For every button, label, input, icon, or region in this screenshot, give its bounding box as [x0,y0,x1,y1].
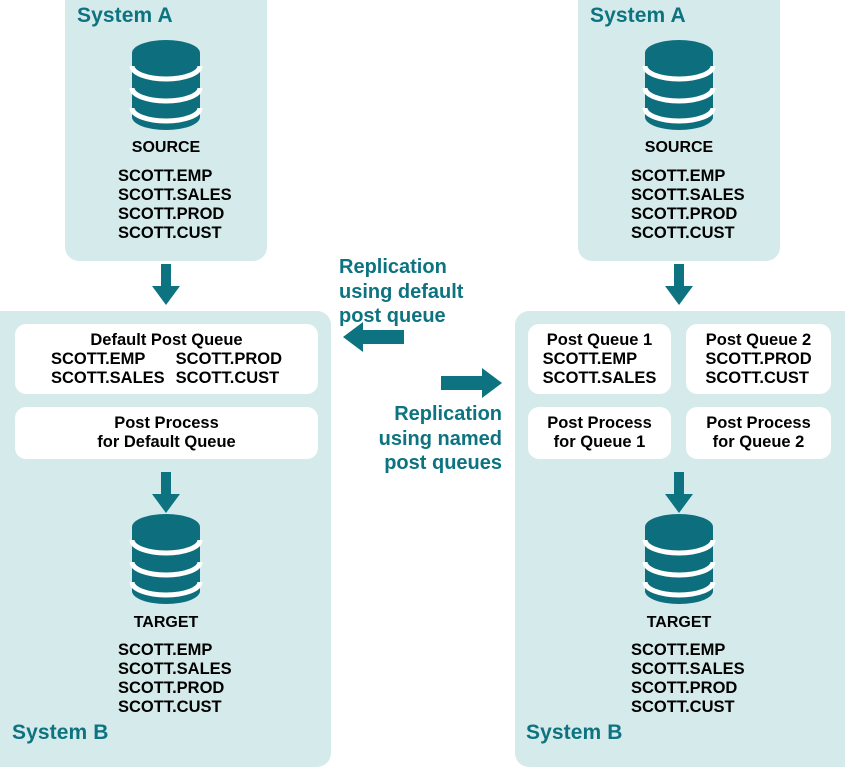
table-name: SCOTT.EMP [118,641,213,659]
right-source-to-queue-down-arrow-icon [665,264,693,305]
table-name: SCOTT.EMP [631,641,726,659]
right-system-b-label: System B [526,721,623,744]
table-name: SCOTT.CUST [705,368,809,387]
post-queue-2-box: Post Queue 2 SCOTT.PROD SCOTT.CUST [686,324,831,394]
table-name: SCOTT.CUST [118,224,222,242]
default-post-queue-tables: SCOTT.EMP SCOTT.SALES SCOTT.PROD SCOTT.C… [51,350,282,388]
post-queue-1-title: Post Queue 1 [546,330,653,349]
left-target-label: TARGET [133,614,199,631]
table-name: SCOTT.SALES [118,186,232,204]
default-post-queue-box: Default Post Queue SCOTT.EMP SCOTT.SALES… [15,324,318,394]
post-process-line-2: for Default Queue [97,433,236,451]
post-process-2-line-1: Post Process [706,414,811,432]
post-process-line-1: Post Process [114,414,219,432]
left-target-table-list: SCOTT.EMP SCOTT.SALES SCOTT.PROD SCOTT.C… [118,641,232,717]
left-source-database-cylinder-icon [129,40,203,130]
table-name: SCOTT.EMP [118,167,213,185]
left-replication-caption: Replication using default post queue [339,256,464,327]
left-source-table-list: SCOTT.EMP SCOTT.SALES SCOTT.PROD SCOTT.C… [118,167,232,243]
left-system-a-label: System A [77,4,173,27]
left-source-to-queue-down-arrow-icon [152,264,180,305]
right-source-database-cylinder-icon [642,40,716,130]
table-name: SCOTT.CUST [118,698,222,716]
left-process-to-target-down-arrow-icon [152,472,180,513]
post-process-1-line-2: for Queue 1 [553,433,646,451]
left-source-label: SOURCE [131,139,201,156]
right-process-to-target-down-arrow-icon [665,472,693,513]
post-queue-1-box: Post Queue 1 SCOTT.EMP SCOTT.SALES [528,324,671,394]
right-arrow-icon [441,368,502,398]
table-name: SCOTT.SALES [50,368,165,387]
table-name: SCOTT.EMP [542,349,638,368]
left-system-b-label: System B [12,721,109,744]
table-name: SCOTT.CUST [175,368,280,387]
right-target-table-list: SCOTT.EMP SCOTT.SALES SCOTT.PROD SCOTT.C… [631,641,745,717]
table-name: SCOTT.SALES [631,660,745,678]
right-target-label: TARGET [646,614,712,631]
table-name: SCOTT.EMP [50,349,146,368]
table-name: SCOTT.CUST [631,224,735,242]
right-source-table-list: SCOTT.EMP SCOTT.SALES SCOTT.PROD SCOTT.C… [631,167,745,243]
table-name: SCOTT.PROD [631,205,738,223]
right-target-database-cylinder-icon [642,514,716,604]
left-arrow-icon [343,322,404,352]
table-name: SCOTT.EMP [631,167,726,185]
post-process-1-line-1: Post Process [547,414,652,432]
right-replication-caption: Replication using named post queues [378,403,502,474]
post-process-queue-2-box: Post Process for Queue 2 [686,407,831,459]
table-name: SCOTT.PROD [175,349,283,368]
post-queue-2-title: Post Queue 2 [705,330,812,349]
post-queue-1-tables: SCOTT.EMP SCOTT.SALES [543,350,657,388]
table-name: SCOTT.PROD [631,679,738,697]
post-process-queue-1-box: Post Process for Queue 1 [528,407,671,459]
right-system-a-label: System A [590,4,686,27]
table-name: SCOTT.SALES [118,660,232,678]
default-post-queue-title: Default Post Queue [90,330,243,349]
post-queue-2-tables: SCOTT.PROD SCOTT.CUST [705,350,811,388]
table-name: SCOTT.SALES [542,368,657,387]
table-name: SCOTT.PROD [118,679,225,697]
default-post-process-box: Post Process for Default Queue [15,407,318,459]
right-source-label: SOURCE [644,139,714,156]
table-name: SCOTT.CUST [631,698,735,716]
post-process-2-line-2: for Queue 2 [712,433,805,451]
left-target-database-cylinder-icon [129,514,203,604]
table-name: SCOTT.SALES [631,186,745,204]
table-name: SCOTT.PROD [705,349,812,368]
table-name: SCOTT.PROD [118,205,225,223]
